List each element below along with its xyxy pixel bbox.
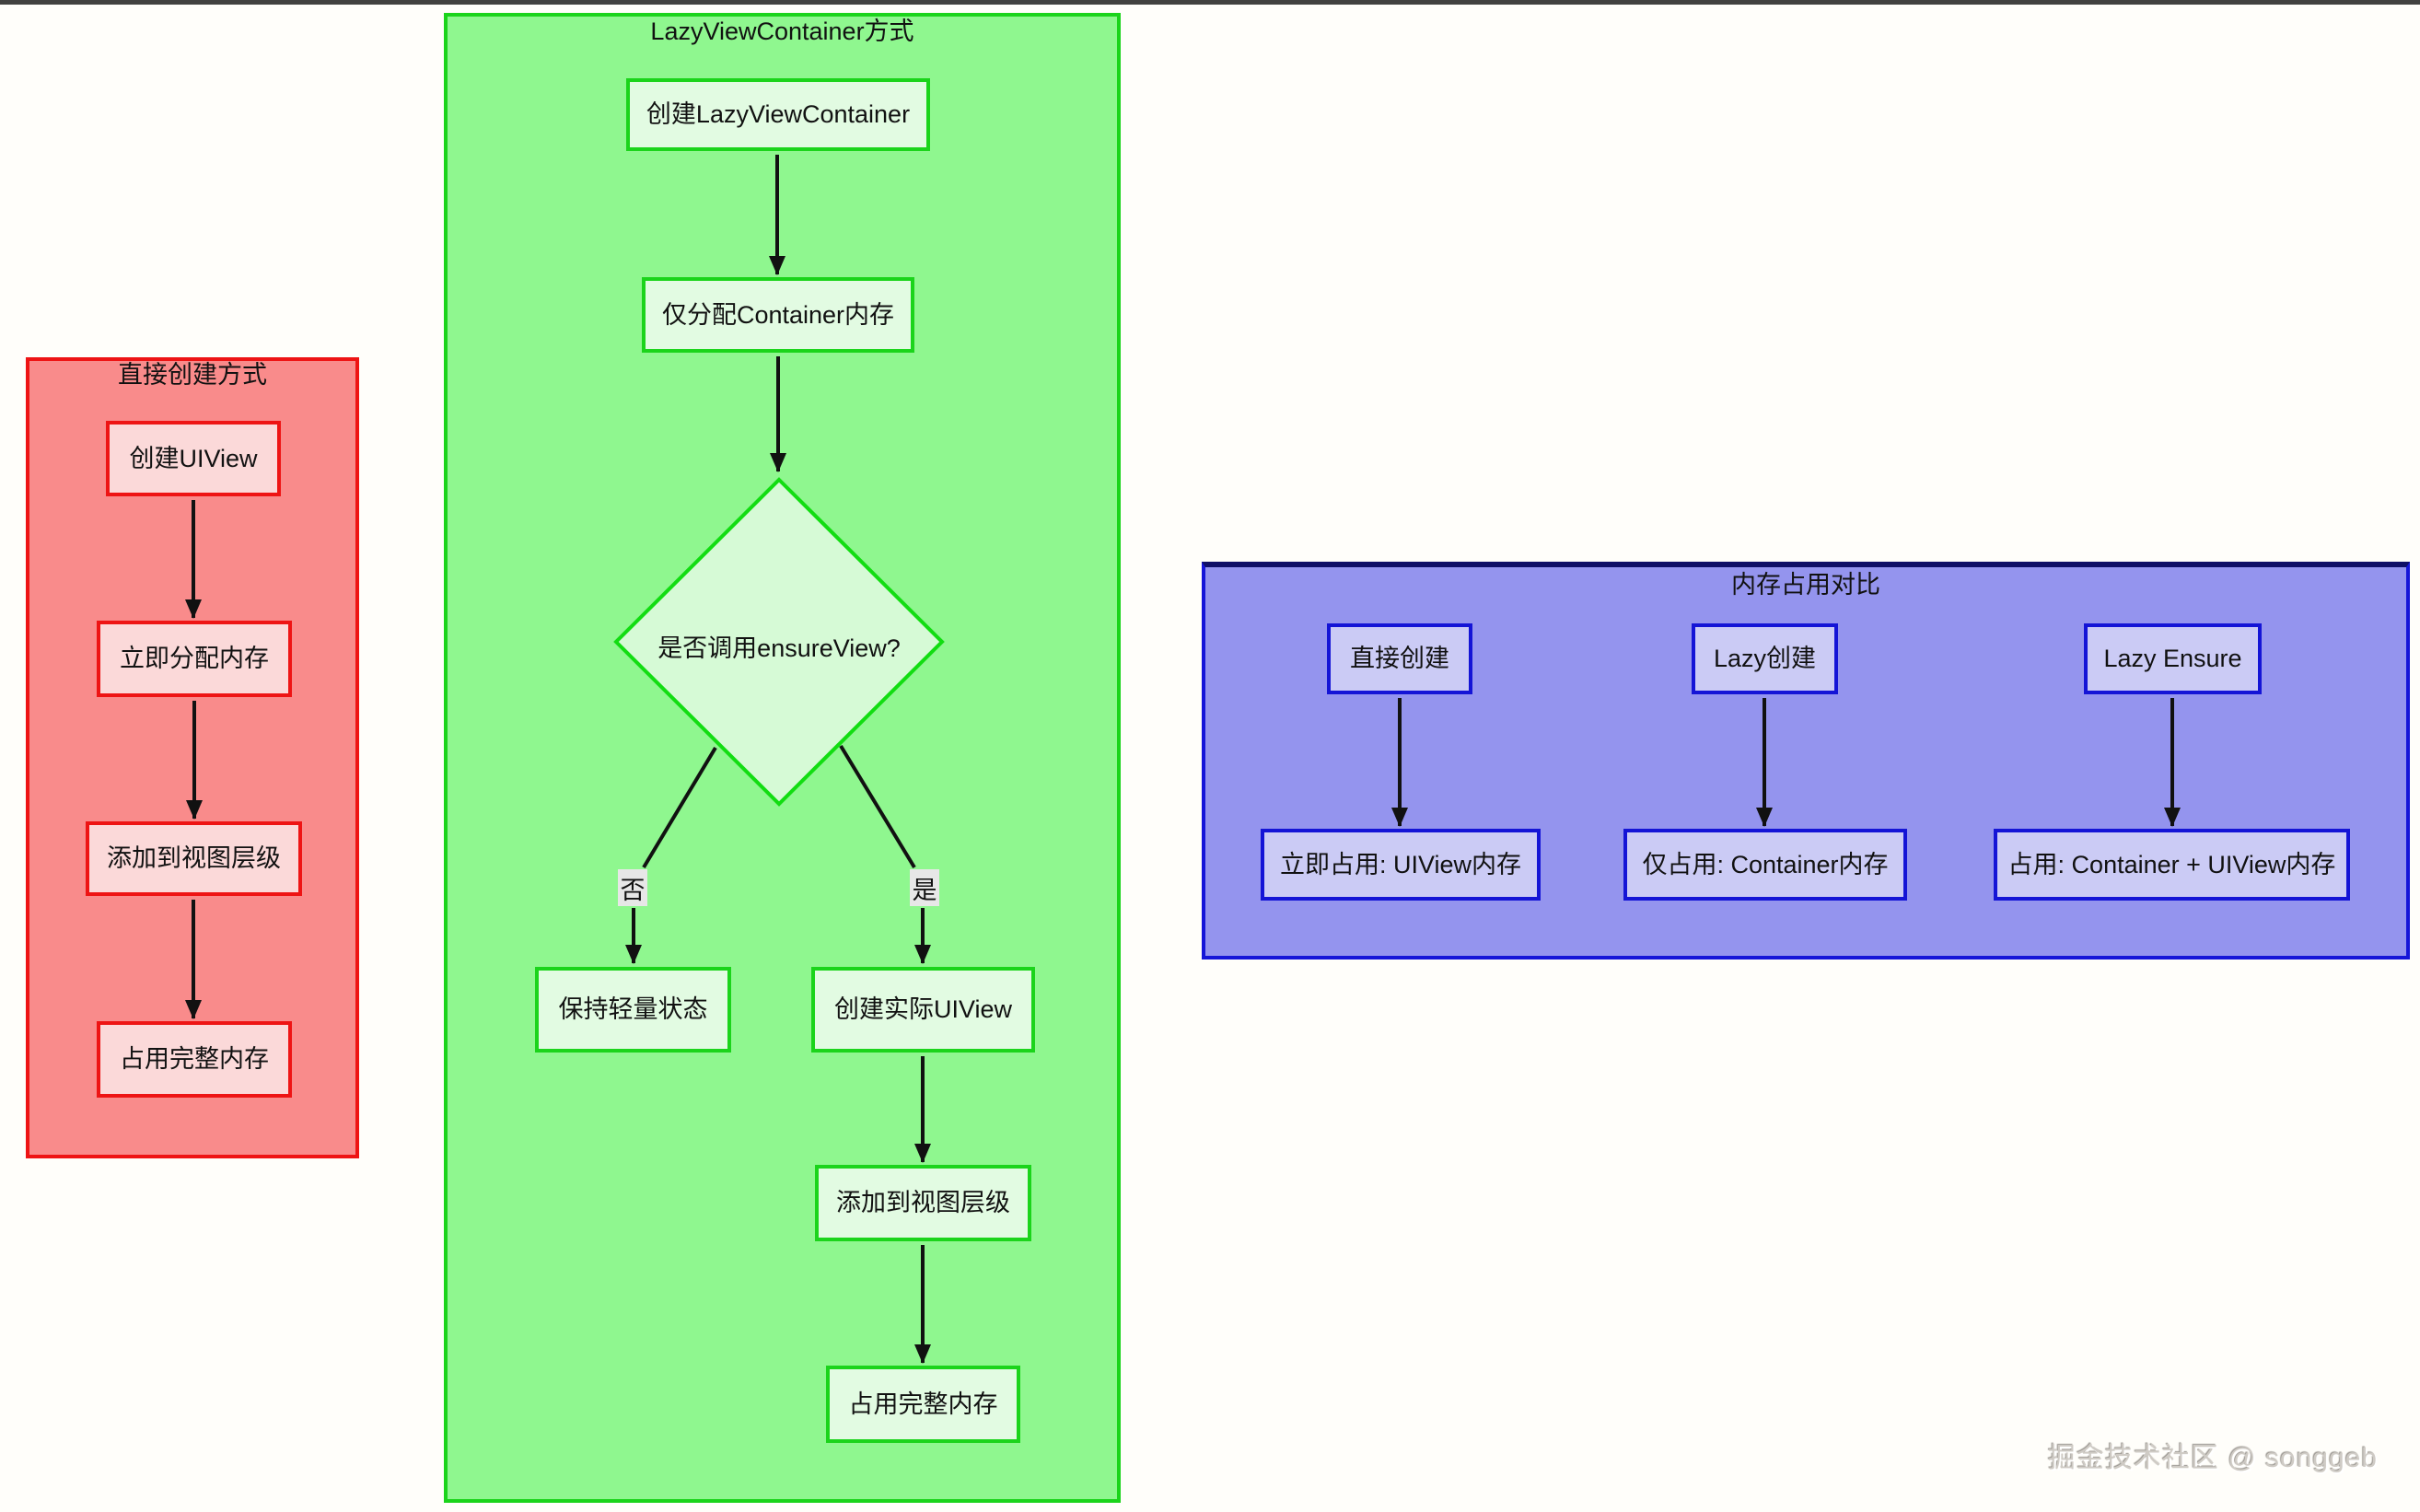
node-create-uiview: 创建UIView [106, 421, 281, 496]
node-full-memory-direct: 占用完整内存 [97, 1021, 292, 1098]
node-immediate-alloc: 立即分配内存 [97, 621, 292, 697]
cluster-title-direct: 直接创建方式 [118, 361, 267, 389]
node-create-real-uiview: 创建实际UIView [811, 967, 1035, 1053]
cluster-title-lazy: LazyViewContainer方式 [650, 17, 914, 45]
node-lazy-ensure: Lazy Ensure [2084, 623, 2262, 694]
top-border-bar [0, 0, 2420, 5]
node-mem-container-uiview: 占用: Container + UIView内存 [1994, 829, 2350, 901]
node-mem-container: 仅占用: Container内存 [1623, 829, 1907, 901]
edge-label-no: 否 [618, 869, 647, 906]
node-keep-lightweight: 保持轻量状态 [535, 967, 731, 1053]
edge-label-yes: 是 [910, 869, 939, 906]
node-mem-uiview: 立即占用: UIView内存 [1261, 829, 1541, 901]
node-add-hierarchy-lazy: 添加到视图层级 [815, 1165, 1031, 1241]
node-direct-create: 直接创建 [1327, 623, 1472, 694]
cluster-title-memory: 内存占用对比 [1731, 571, 1880, 599]
cluster-lazyviewcontainer [444, 13, 1121, 1503]
node-full-memory-lazy: 占用完整内存 [826, 1366, 1020, 1443]
node-alloc-container-only: 仅分配Container内存 [642, 277, 914, 353]
decision-text: 是否调用ensureView? [657, 634, 901, 662]
node-create-lazycontainer: 创建LazyViewContainer [626, 78, 930, 151]
node-lazy-create: Lazy创建 [1692, 623, 1838, 694]
node-add-hierarchy-direct: 添加到视图层级 [86, 821, 302, 896]
watermark: 掘金技术社区 @ songgeb [2047, 1443, 2378, 1473]
